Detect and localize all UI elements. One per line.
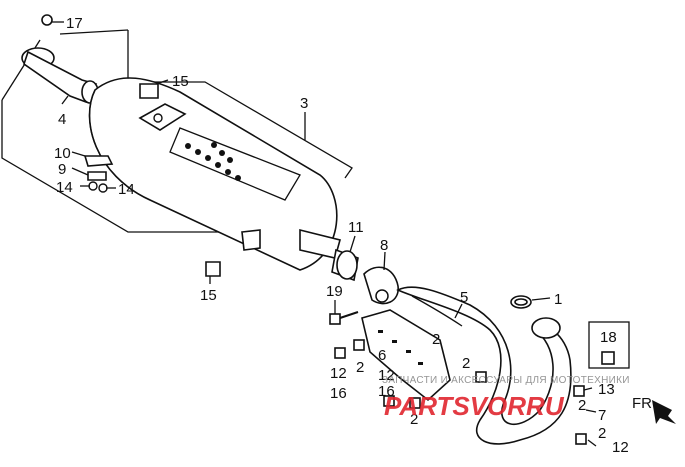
label-11: 11: [348, 219, 364, 236]
watermark: ЗАПЧАСТИ И АКСЕССУАРЫ ДЛЯ МОТОТЕХНИКИ PA…: [382, 375, 630, 421]
label-18: 18: [600, 329, 617, 346]
fr-label: FR: [632, 395, 652, 412]
label-7: 7: [598, 407, 606, 424]
label-2-c: 2: [410, 411, 418, 428]
label-2-a: 2: [432, 331, 440, 348]
label-2-d: 2: [462, 355, 470, 372]
label-1: 1: [554, 291, 562, 308]
gasket-11: [331, 248, 359, 282]
label-13: 13: [598, 381, 615, 398]
label-15-lower: 15: [200, 287, 217, 304]
clamp-8: [363, 266, 399, 305]
label-19: 19: [326, 283, 343, 300]
label-15: 15: [172, 73, 189, 90]
label-4: 4: [58, 111, 66, 128]
tail-pipe: [21, 14, 99, 104]
part-18-box: [588, 321, 630, 369]
label-12-b: 12: [378, 367, 395, 384]
label-3: 3: [300, 95, 308, 112]
muffler: [88, 77, 341, 271]
label-8: 8: [380, 237, 388, 254]
leader-lines: [52, 21, 597, 447]
exhaust-pipe: [396, 286, 572, 445]
label-12-c: 12: [612, 439, 629, 456]
label-2-b: 2: [356, 359, 364, 376]
label-14: 14: [56, 179, 73, 196]
label-2-f: 2: [598, 425, 606, 442]
label-14-right: 14: [118, 181, 135, 198]
label-6: 6: [378, 347, 386, 364]
front-direction-arrow: FR: [632, 395, 676, 424]
label-10: 10: [54, 145, 71, 162]
label-17: 17: [66, 15, 83, 32]
part-labels: 17 4 15 3 10 9 14 14 11 8 15 19 5 1 2 6 …: [54, 15, 629, 456]
bolts: [329, 311, 615, 445]
watermark-logo: PARTSVORRU: [384, 391, 565, 421]
watermark-caption: ЗАПЧАСТИ И АКСЕССУАРЫ ДЛЯ МОТОТЕХНИКИ: [382, 375, 630, 386]
mount-hardware: [83, 83, 221, 277]
label-5: 5: [460, 289, 468, 306]
label-16-a: 16: [330, 385, 347, 402]
label-2-e: 2: [578, 397, 586, 414]
label-16-b: 16: [378, 383, 395, 400]
label-12-a: 12: [330, 365, 347, 382]
label-9: 9: [58, 161, 66, 178]
heat-shield: [361, 309, 451, 402]
gasket-1: [510, 295, 532, 309]
